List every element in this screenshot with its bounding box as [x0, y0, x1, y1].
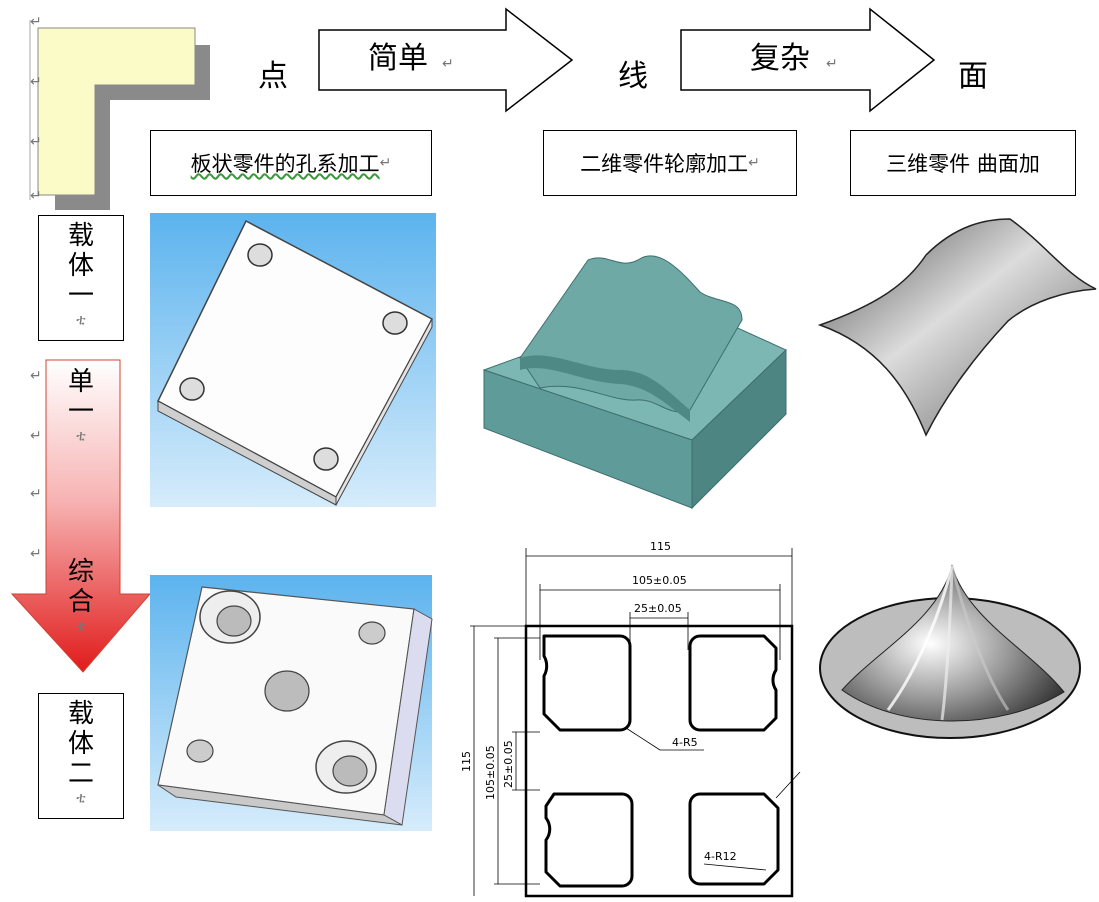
arrow-simple-label: 简单 [368, 41, 428, 76]
note-r5: 4-R5 [672, 736, 698, 749]
dim-gap-width: 25±0.05 [634, 602, 682, 615]
carrier-one-char: 一 [67, 280, 94, 311]
single-label: 单 一 ቲ [68, 367, 95, 444]
paragraph-mark: ↵ [30, 74, 42, 90]
carrier-one-box: 载 体 一 ቲ [38, 215, 124, 341]
paragraph-mark: ↵ [30, 428, 42, 444]
paragraph-mark: ↵ [30, 546, 42, 562]
note-r12: 4-R12 [704, 850, 737, 863]
arrow-complex-icon [680, 7, 936, 113]
paragraph-mark: ↵ [30, 368, 42, 384]
dim-gap-height: 25±0.05 [502, 740, 515, 788]
dim-total-width: 115 [650, 540, 671, 553]
paragraph-mark: ↵ [30, 188, 42, 204]
composite-char: 合 [68, 586, 95, 617]
dim-inner-width: 105±0.05 [632, 574, 687, 587]
carrier-two-box: 载 体 二 ቲ [38, 693, 124, 819]
composite-char: 综 [68, 557, 95, 587]
plate-four-holes-image [150, 213, 436, 507]
category-plate-holes: 板状零件的孔系加工 ↵ [150, 130, 432, 196]
small-mark: ቲ [76, 427, 86, 444]
paragraph-mark: ↵ [30, 14, 42, 30]
contour-technical-drawing: 115 105±0.05 25±0.05 115 105±0.05 25±0.0… [460, 540, 801, 898]
single-char: 单 [68, 367, 95, 397]
carrier-one-char: 体 [67, 250, 94, 281]
label-line: 线 [618, 59, 648, 94]
arrow-simple-icon [318, 7, 574, 113]
carrier-one-char: 载 [67, 221, 94, 251]
dim-inner-height: 105±0.05 [484, 745, 497, 800]
single-char: 一 [68, 396, 95, 427]
category-contour-2d-label: 二维零件轮廓加工 [580, 152, 749, 176]
paragraph-mark: ↵ [748, 155, 760, 171]
composite-label: 综 合 ቲ [68, 557, 95, 634]
category-contour-2d: 二维零件轮廓加工 ↵ [543, 130, 797, 196]
small-mark: ቲ [76, 789, 86, 806]
saddle-surface-image [817, 218, 1097, 437]
category-surface-3d-label: 三维零件 曲面加 [886, 152, 1040, 176]
label-point: 点 [258, 59, 288, 94]
carrier-two-char: 体 [67, 728, 94, 759]
small-mark: ቲ [76, 311, 86, 328]
label-surface: 面 [958, 59, 988, 94]
cone-surface-image [819, 564, 1081, 739]
paragraph-mark: ↵ [826, 56, 838, 72]
single-to-composite-arrow-icon [10, 359, 152, 673]
category-surface-3d: 三维零件 曲面加 [850, 130, 1076, 196]
carrier-two-char: 二 [67, 758, 94, 789]
category-plate-holes-label: 板状零件的孔系加工 [190, 152, 380, 176]
paragraph-mark: ↵ [379, 155, 392, 171]
paragraph-mark: ↵ [442, 56, 454, 72]
arrow-complex-label: 复杂 [750, 41, 810, 76]
contour-part-image [482, 255, 787, 510]
dim-total-height: 115 [460, 751, 473, 772]
plate-counterbored-holes-image [150, 575, 433, 831]
corner-shape-graphic [29, 20, 210, 210]
small-mark: ቲ [76, 617, 86, 634]
carrier-two-char: 载 [67, 699, 94, 729]
paragraph-mark: ↵ [30, 134, 42, 150]
paragraph-mark: ↵ [30, 486, 42, 502]
